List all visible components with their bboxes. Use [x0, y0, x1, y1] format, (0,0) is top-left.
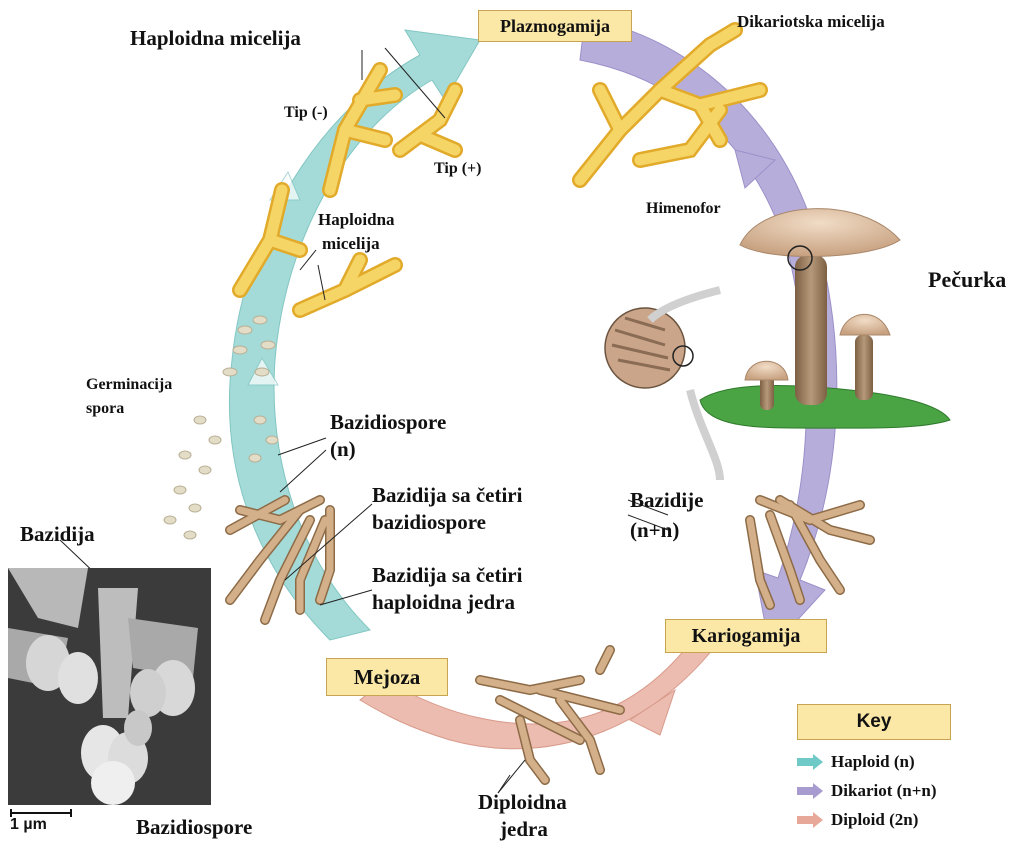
key-item-diploid: Diploid (2n): [797, 810, 918, 830]
dikaryot-arrow-icon: [797, 783, 823, 799]
label-bazidije-2: (n+n): [630, 518, 679, 542]
scale-label: 1 µm: [10, 816, 47, 834]
label-bazidija-spore-2: bazidiospore: [372, 510, 486, 534]
label-tip-plus: Tip (+): [434, 160, 482, 178]
scale-bar: [10, 812, 72, 814]
label-dikariotska-micelija: Dikariotska micelija: [737, 12, 885, 32]
label-bazidija-jedra-1: Bazidija sa četiri: [372, 563, 522, 587]
key-label-haploid: Haploid (n): [831, 752, 915, 772]
stage-kariogamija: Kariogamija: [665, 619, 827, 653]
key-title: Key: [797, 704, 951, 740]
label-pecurka: Pečurka: [928, 267, 1006, 292]
label-bazidija-jedra-2: haploidna jedra: [372, 590, 515, 614]
label-diploidna-1: Diploidna: [478, 790, 567, 814]
mushroom-icon: [700, 209, 950, 429]
label-himenofor: Himenofor: [646, 200, 721, 218]
label-bazidija-micro: Bazidija: [20, 522, 95, 546]
label-tip-minus: Tip (-): [284, 104, 328, 122]
sem-image: [8, 568, 211, 805]
label-germinacija-2: spora: [86, 400, 124, 418]
label-bazidiospore-micro: Bazidiospore: [136, 815, 252, 839]
key-label-dikaryot: Dikariot (n+n): [831, 781, 937, 801]
gill-magnified: [605, 290, 720, 480]
label-diploidna-2: jedra: [500, 817, 548, 841]
label-haploidna-micelija-top: Haploidna micelija: [130, 26, 301, 50]
label-haploidna-mid-2: micelija: [322, 234, 380, 254]
haploid-arrow-icon: [797, 754, 823, 770]
label-bazidije-1: Bazidije: [630, 488, 704, 512]
label-germinacija-1: Germinacija: [86, 376, 172, 394]
label-bazidiospore-n-1: Bazidiospore: [330, 410, 446, 434]
diploid-arrow-icon: [797, 812, 823, 828]
stage-plazmogamija: Plazmogamija: [478, 10, 632, 42]
stage-mejoza: Mejoza: [326, 658, 448, 696]
key-label-diploid: Diploid (2n): [831, 810, 918, 830]
label-bazidiospore-n-2: (n): [330, 437, 356, 461]
label-haploidna-mid-1: Haploidna: [318, 210, 395, 230]
key-item-dikaryot: Dikariot (n+n): [797, 781, 937, 801]
key-item-haploid: Haploid (n): [797, 752, 915, 772]
sem-micrograph: [8, 568, 211, 805]
label-bazidija-spore-1: Bazidija sa četiri: [372, 483, 522, 507]
